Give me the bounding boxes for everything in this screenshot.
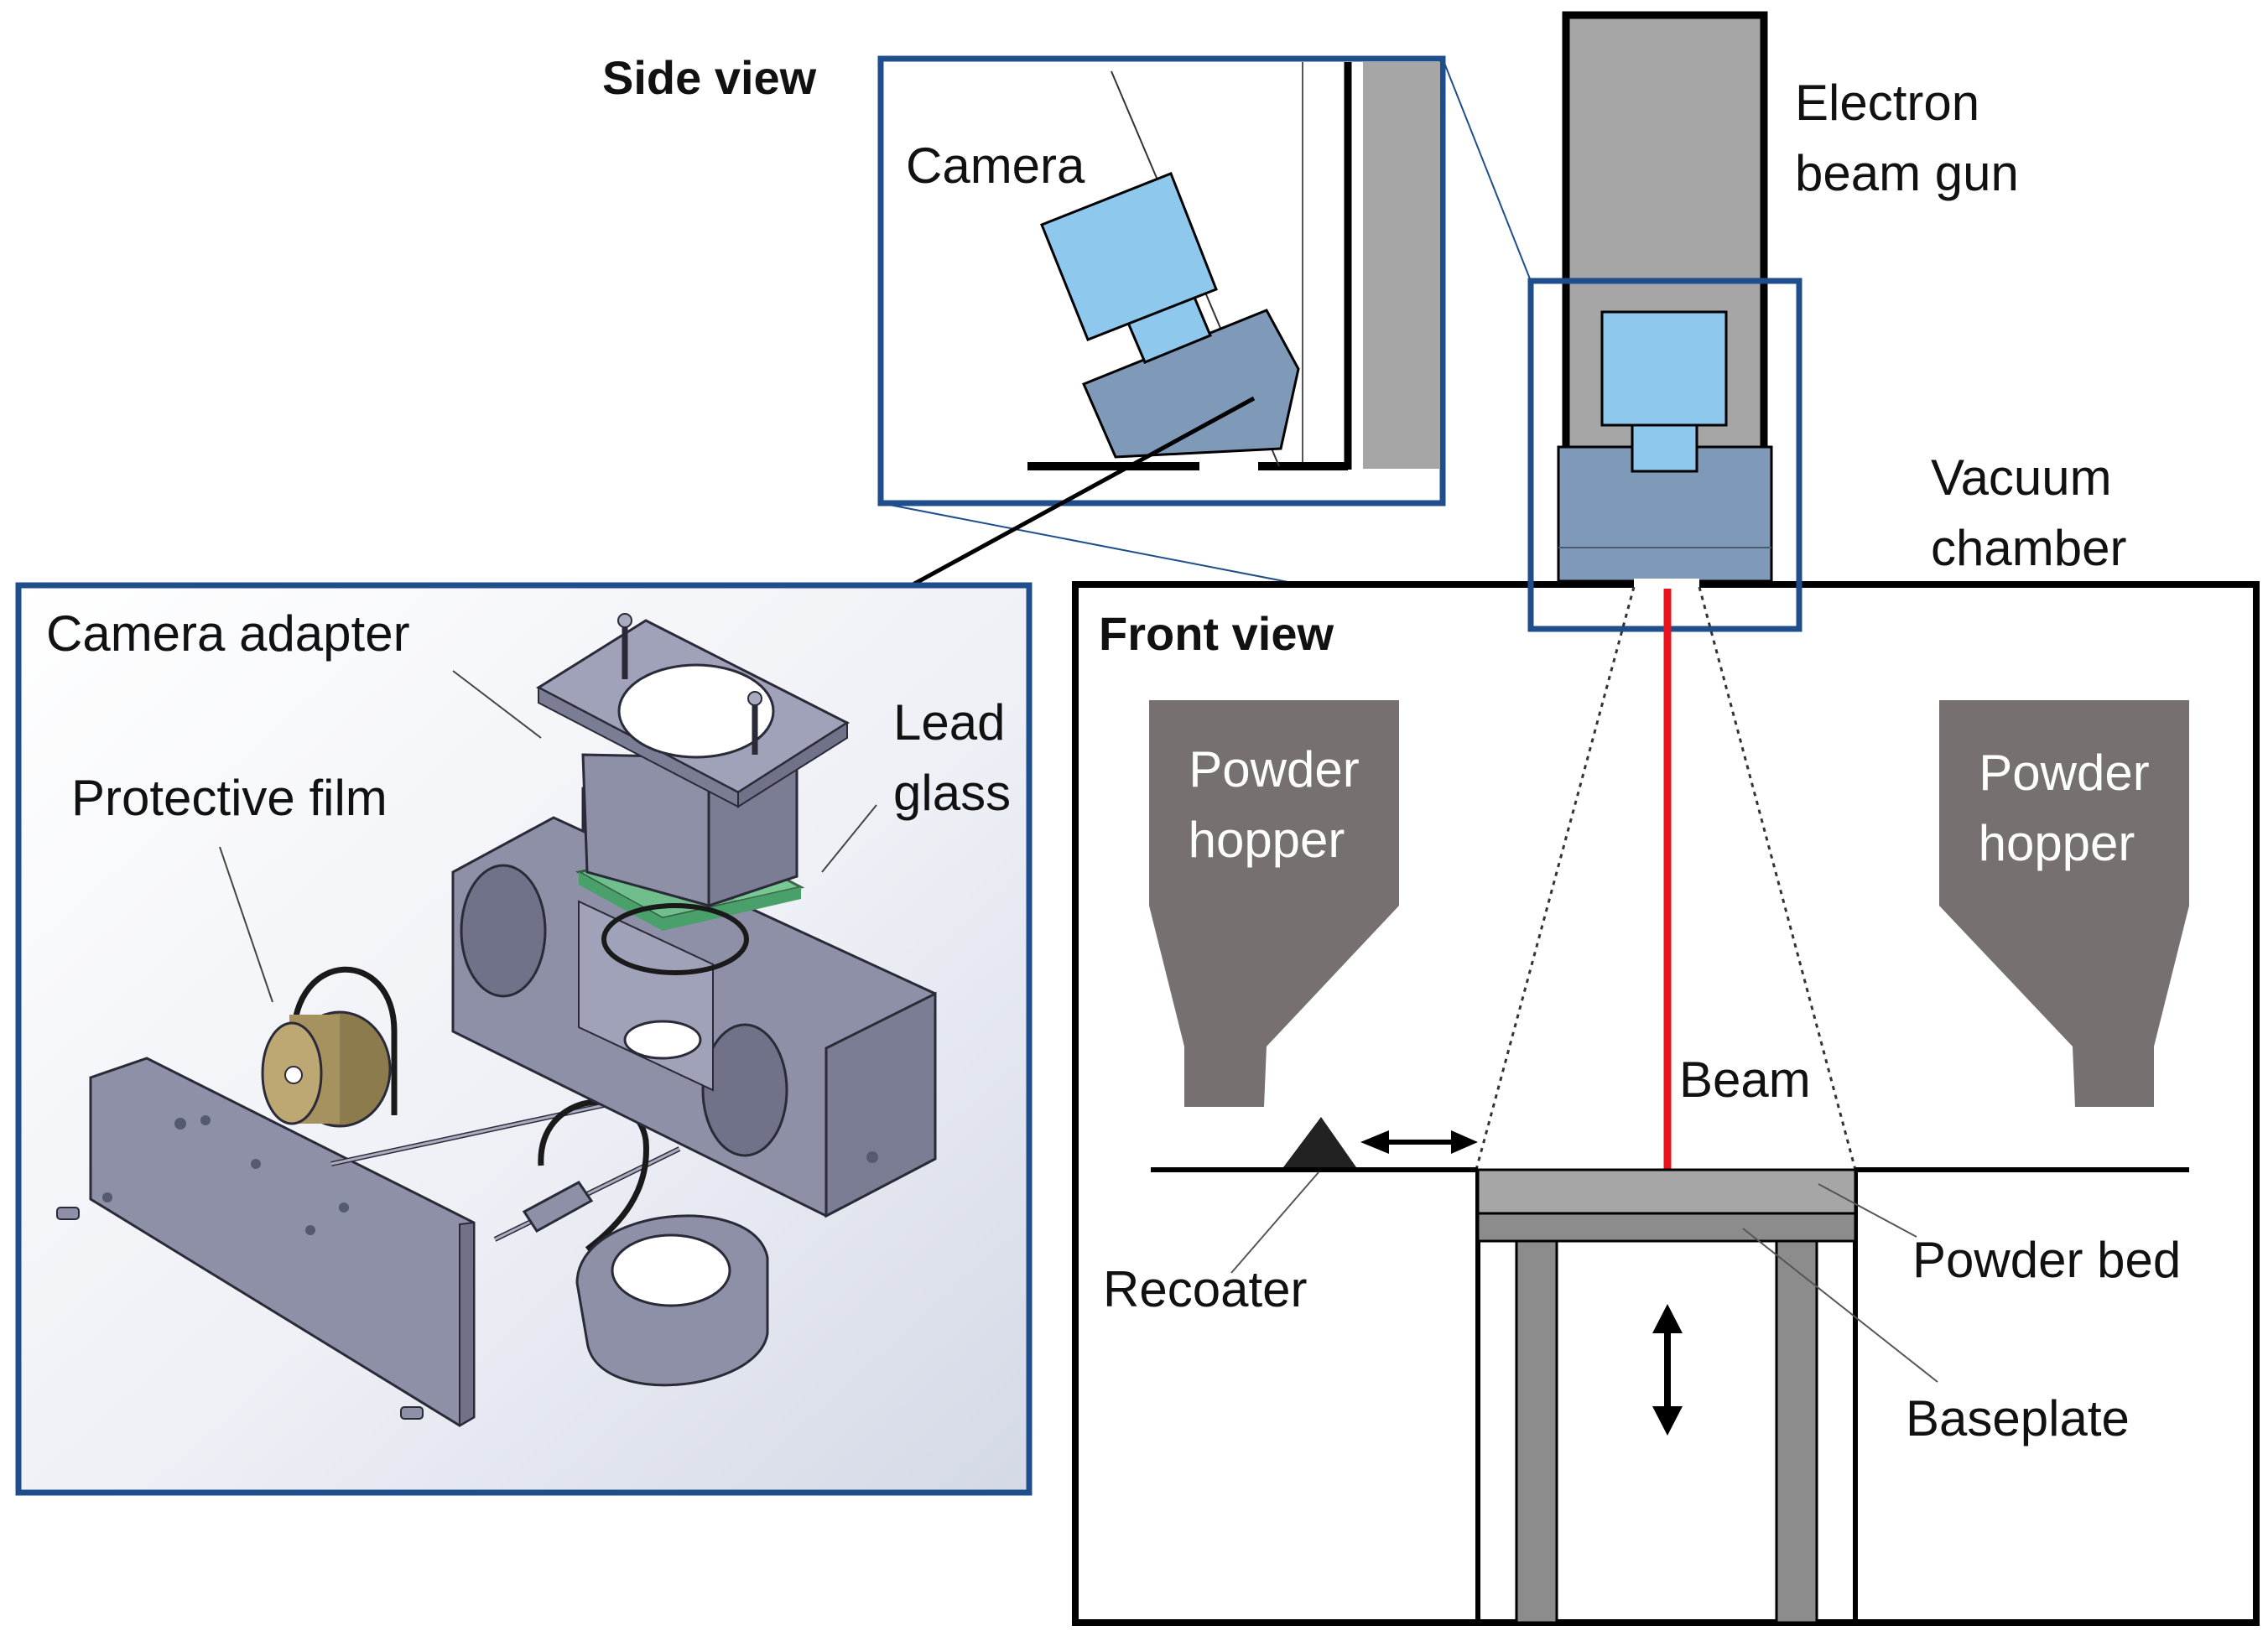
exploded-view-panel: Camera adapter Protective film Lead glas… bbox=[15, 582, 1033, 1496]
protective-film-label: Protective film bbox=[71, 770, 388, 826]
side-view-camera-label: Camera bbox=[906, 138, 1085, 194]
zoom-line-top bbox=[1442, 58, 1532, 282]
electron-beam-gun-label-2: beam gun bbox=[1795, 145, 2019, 201]
electron-beam-gun-label-1: Electron bbox=[1795, 75, 1979, 131]
beam-label: Beam bbox=[1679, 1052, 1811, 1108]
recoater-arrow-left bbox=[1360, 1130, 1389, 1154]
build-platform-arrow-up bbox=[1652, 1304, 1683, 1333]
front-view-panel: Front view Electron beam gun Vacuum cham… bbox=[1072, 11, 2260, 1626]
powder-bed bbox=[1476, 1168, 1857, 1215]
powder-hopper-right-label-2: hopper bbox=[1979, 815, 2135, 871]
recoater-label: Recoater bbox=[1103, 1261, 1307, 1317]
lead-glass-label-2: glass bbox=[893, 765, 1011, 821]
vacuum-chamber-label-2: chamber bbox=[1931, 520, 2126, 576]
build-column-left bbox=[1515, 1239, 1558, 1624]
film-takeup-roll bbox=[522, 1181, 594, 1233]
lead-glass-label-1: Lead bbox=[893, 694, 1005, 750]
powder-hopper-right-label-1: Powder bbox=[1979, 745, 2149, 801]
camera-adapter-label: Camera adapter bbox=[46, 605, 410, 662]
screw-icon bbox=[56, 1207, 80, 1220]
front-view-camera-lens bbox=[1631, 423, 1698, 473]
recoater-arrow-right bbox=[1451, 1130, 1478, 1154]
detail-connector-line bbox=[879, 396, 1256, 605]
side-view-title: Side view bbox=[602, 51, 817, 104]
adapter-pin-icon bbox=[617, 613, 632, 628]
recoater bbox=[1283, 1117, 1356, 1167]
glass-seal-ring bbox=[601, 903, 749, 975]
vacuum-chamber-label-1: Vacuum bbox=[1931, 449, 2112, 506]
powder-hopper-right bbox=[1939, 700, 2189, 1107]
powder-bed-label: Powder bed bbox=[1912, 1232, 2181, 1288]
side-view-camera-body bbox=[1040, 172, 1218, 341]
baseplate-label: Baseplate bbox=[1906, 1390, 2130, 1446]
side-view-panel: Side view Camera bbox=[602, 51, 1446, 506]
screw-icon bbox=[400, 1406, 424, 1420]
baseplate bbox=[1476, 1212, 1857, 1243]
build-column-right bbox=[1775, 1239, 1818, 1624]
side-view-adapter bbox=[1082, 309, 1300, 459]
adapter-pin-icon bbox=[747, 691, 762, 706]
film-wire-loop-2 bbox=[538, 1098, 649, 1252]
build-platform-arrow-down bbox=[1652, 1406, 1683, 1436]
powder-hopper-left-label-2: hopper bbox=[1189, 812, 1345, 868]
front-view-title: Front view bbox=[1099, 607, 1334, 660]
powder-hopper-left-label-1: Powder bbox=[1189, 741, 1359, 797]
side-view-gun-wall bbox=[1363, 62, 1440, 469]
front-view-camera-body bbox=[1600, 310, 1728, 427]
film-wire-loop-1 bbox=[290, 966, 398, 1115]
powder-hopper-left bbox=[1149, 700, 1399, 1107]
